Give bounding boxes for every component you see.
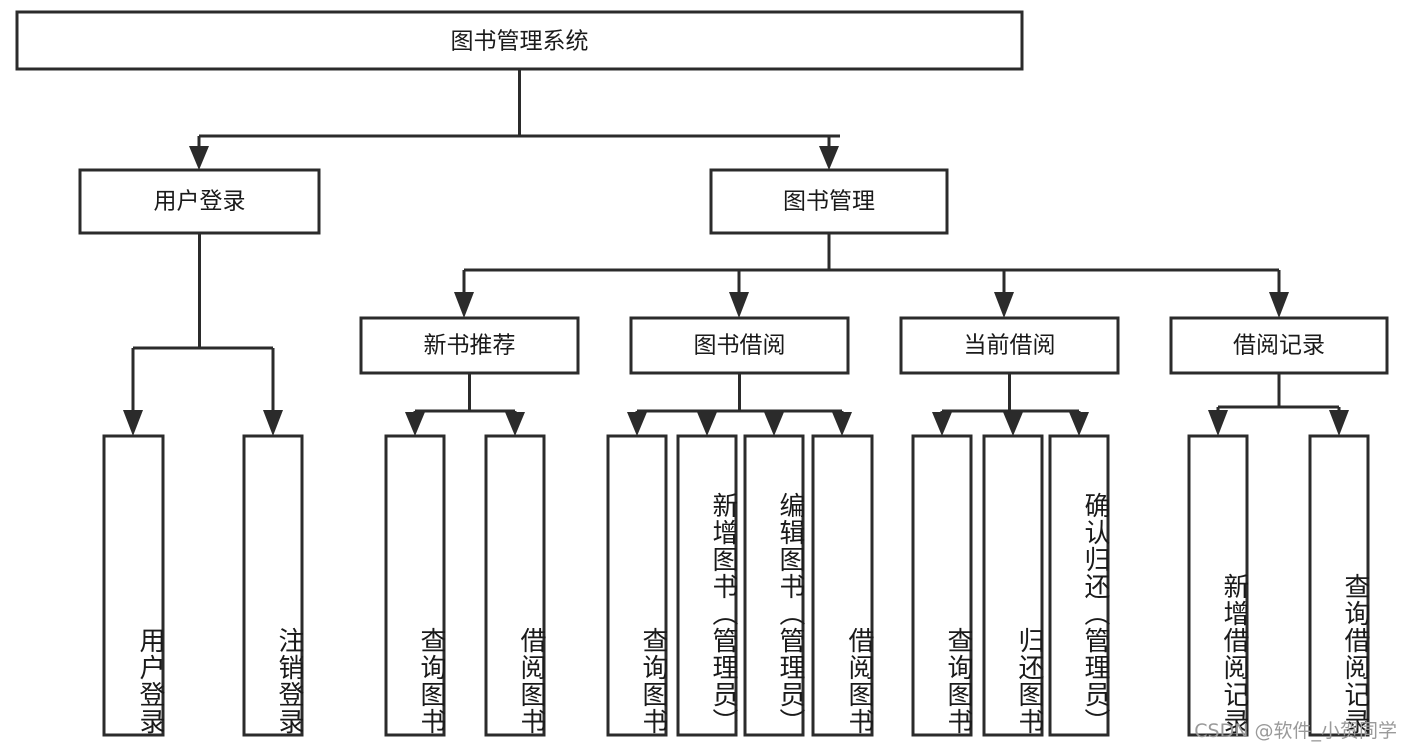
level1-box-0[interactable]: [78, 168, 321, 235]
level2-label-3: 借阅记录: [1233, 333, 1325, 359]
level2-label-2: 当前借阅: [964, 333, 1056, 359]
node-level1-book-management[interactable]: 图书管理: [709, 168, 949, 235]
leaf-box-2[interactable]: [384, 434, 446, 737]
edge-borrowrecords-to-leaves: [1208, 373, 1349, 436]
node-level2-book-borrow[interactable]: 图书借阅: [629, 316, 850, 375]
leaf-box-12[interactable]: [1308, 434, 1370, 737]
leaf-box-5[interactable]: [676, 434, 738, 737]
level1-label-0: 用户登录: [154, 189, 246, 215]
root-label: 图书管理系统: [451, 29, 589, 55]
arrow-head-icon: [729, 292, 749, 318]
leaf-box-3[interactable]: [484, 434, 546, 737]
arrow-head-icon: [189, 146, 209, 170]
edge-bookmgmt-to-level2: [454, 233, 1289, 318]
arrow-head-icon: [1208, 410, 1228, 436]
node-level1-user-login[interactable]: 用户登录: [78, 168, 321, 235]
leaf-box-4[interactable]: [606, 434, 668, 737]
level1-label-1: 图书管理: [783, 189, 875, 215]
arrow-head-icon: [627, 412, 647, 436]
edge-root-to-level1: [189, 69, 840, 170]
arrow-head-icon: [263, 410, 283, 436]
leaf-box-6[interactable]: [743, 434, 805, 737]
arrow-head-icon: [505, 412, 525, 436]
arrow-head-icon: [1069, 412, 1089, 436]
arrow-head-icon: [764, 412, 784, 436]
arrow-head-icon: [932, 412, 952, 436]
arrow-head-icon: [819, 146, 839, 170]
leaf-box-1[interactable]: [242, 434, 304, 737]
leaf-boxes: [102, 434, 1370, 737]
edge-newbook-to-leaves: [405, 373, 525, 436]
node-level2-current-borrow[interactable]: 当前借阅: [899, 316, 1120, 375]
level2-box-0[interactable]: [359, 316, 580, 375]
node-level2-new-book-recommend[interactable]: 新书推荐: [359, 316, 580, 375]
arrow-head-icon: [832, 412, 852, 436]
level2-label-1: 图书借阅: [694, 333, 786, 359]
arrow-head-icon: [697, 412, 717, 436]
arrow-head-icon: [454, 292, 474, 318]
arrow-head-icon: [123, 410, 143, 436]
leaf-box-8[interactable]: [911, 434, 973, 737]
leaf-box-10[interactable]: [1048, 434, 1110, 737]
level2-label-0: 新书推荐: [424, 333, 516, 359]
node-root[interactable]: 图书管理系统: [15, 10, 1024, 71]
root-box[interactable]: [15, 10, 1024, 71]
level2-box-2[interactable]: [899, 316, 1120, 375]
arrow-head-icon: [1269, 292, 1289, 318]
arrow-head-icon: [1003, 412, 1023, 436]
leaf-box-7[interactable]: [811, 434, 874, 737]
leaf-box-0[interactable]: [102, 434, 165, 737]
arrow-head-icon: [994, 292, 1014, 318]
edge-bookborrow-to-leaves: [627, 373, 852, 436]
edge-currentborrow-to-leaves: [932, 373, 1089, 436]
arrow-head-icon: [405, 412, 425, 436]
leaf-box-11[interactable]: [1187, 434, 1249, 737]
edge-userlogin-to-leaves: [123, 233, 283, 436]
arrow-head-icon: [1329, 410, 1349, 436]
watermark: CSDN @软件_小贺同学: [1194, 720, 1397, 742]
leaf-box-9[interactable]: [982, 434, 1044, 737]
node-level2-borrow-records[interactable]: 借阅记录: [1169, 316, 1389, 375]
